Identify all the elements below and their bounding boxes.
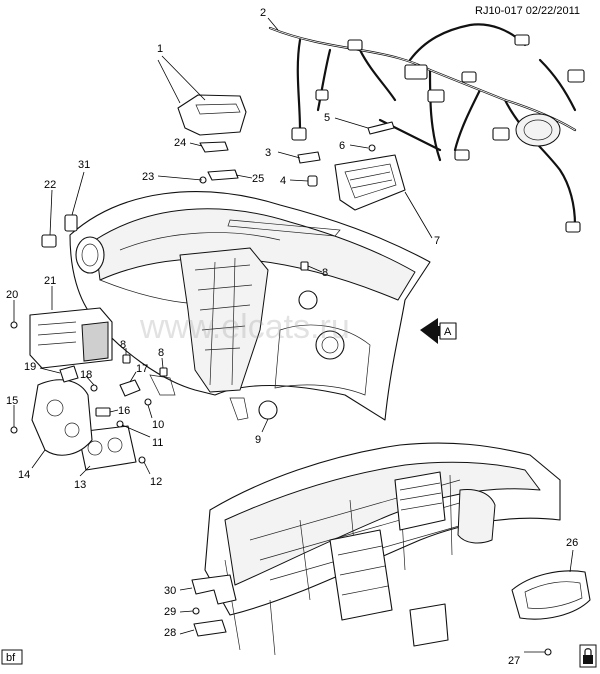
part-22-switch: [41, 234, 57, 248]
callout-3: 3: [265, 147, 271, 159]
callout-25: 25: [252, 173, 264, 185]
callout-11: 11: [152, 437, 163, 449]
callout-15: 15: [6, 395, 18, 407]
part-8-clip-c: [159, 367, 168, 377]
part-25-bracket: [207, 169, 239, 181]
callout-23: 23: [142, 171, 154, 183]
part-27-screw: [544, 648, 552, 656]
part-19-clip: [59, 365, 79, 383]
part-8-clip-a: [300, 261, 309, 271]
part-5-clip: [367, 121, 395, 135]
callout-30: 30: [164, 585, 176, 597]
callout-10: 10: [152, 419, 164, 431]
callout-16: 16: [118, 405, 130, 417]
callout-22: 22: [44, 179, 56, 191]
part-3-sensor: [297, 151, 321, 164]
part-10-screw: [144, 398, 152, 406]
part-15-screw: [10, 426, 18, 434]
callout-numbers: 1 2 3 4 5 6 7 8 8 8 9 10 11 12 13 14 15 …: [6, 7, 578, 667]
callout-1: 1: [157, 43, 163, 55]
callout-31: 31: [78, 159, 90, 171]
callout-8c: 8: [158, 347, 164, 359]
callout-14: 14: [18, 469, 30, 481]
callout-19: 19: [24, 361, 36, 373]
view-arrow-icon: A: [420, 318, 457, 344]
part-26-module: [511, 570, 591, 620]
callout-12: 12: [150, 476, 162, 488]
instrument-panel: [69, 191, 431, 421]
part-12-screw: [138, 456, 146, 464]
part-7-module: [334, 154, 406, 211]
callout-29: 29: [164, 606, 176, 618]
callout-18: 18: [80, 369, 92, 381]
part-18-screw: [90, 384, 98, 392]
callout-8b: 8: [120, 339, 126, 351]
callout-26: 26: [566, 537, 578, 549]
callout-9: 9: [255, 434, 261, 446]
part-6-screw: [368, 144, 376, 152]
part-28-pad: [193, 619, 227, 637]
callout-5: 5: [324, 112, 330, 124]
part-21-radio: [29, 307, 113, 369]
part-17-bracket: [119, 379, 141, 397]
part-4-sensor: [307, 175, 318, 187]
diagram-reference: RJ10-017 02/22/2011: [475, 5, 580, 17]
part-24-bracket: [199, 141, 229, 153]
part-8-clip-b: [122, 354, 131, 364]
part-1-trim-cover: [177, 94, 247, 136]
callout-7: 7: [434, 235, 440, 247]
callout-21: 21: [44, 275, 56, 287]
part-20-screw: [10, 321, 18, 329]
view-arrow-label: A: [444, 326, 452, 338]
lock-icon: [579, 644, 597, 668]
footer-tag-label: bf: [6, 652, 16, 664]
callout-27: 27: [508, 655, 520, 667]
callout-2: 2: [260, 7, 266, 19]
wiring-harness: [268, 23, 585, 233]
lower-view-structure: [204, 442, 561, 656]
callout-28: 28: [164, 627, 176, 639]
part-11-screw: [116, 420, 124, 428]
callout-6: 6: [339, 140, 345, 152]
callout-20: 20: [6, 289, 18, 301]
callout-24: 24: [174, 137, 186, 149]
part-31-switch: [64, 214, 78, 232]
callout-13: 13: [74, 479, 86, 491]
part-14-bezel: [31, 379, 93, 456]
part-29-screw: [192, 607, 200, 615]
part-16-connector: [95, 407, 111, 417]
part-9-knob: [258, 400, 278, 420]
callout-8a: 8: [322, 267, 328, 279]
part-13-control-module: [77, 425, 137, 471]
watermark: www.elcats.ru: [139, 308, 350, 346]
leader-lines: [13, 17, 574, 653]
callout-17: 17: [136, 363, 148, 375]
callout-4: 4: [280, 175, 286, 187]
part-30-bracket: [191, 574, 237, 605]
footer-tag: bf: [1, 649, 23, 665]
